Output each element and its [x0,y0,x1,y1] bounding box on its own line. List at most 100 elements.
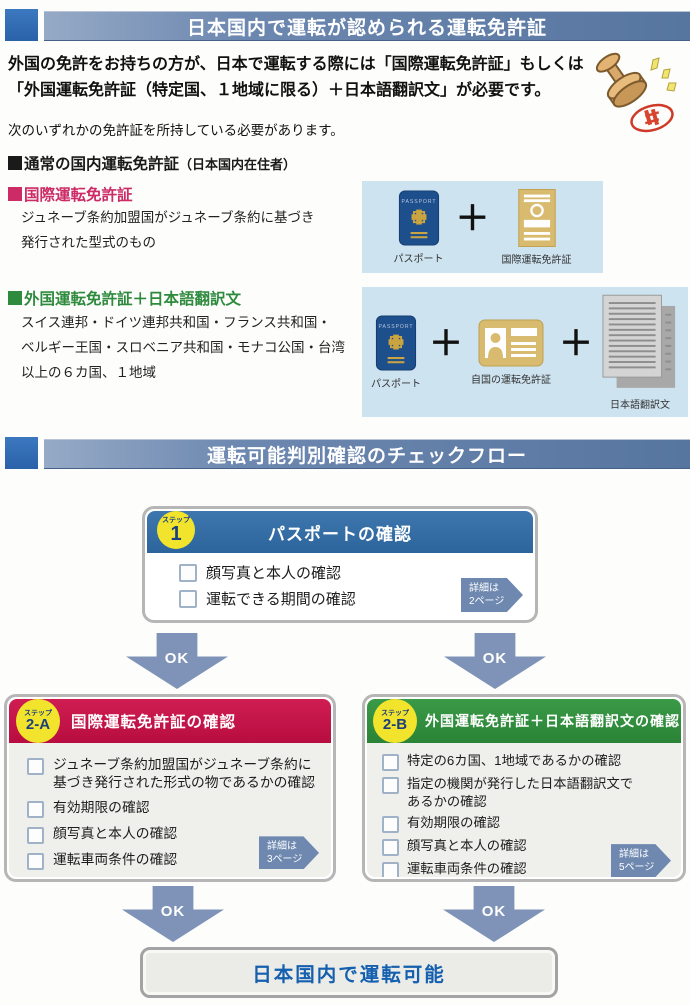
heading-label: 国際運転免許証 [24,187,133,204]
band-accent-square [5,9,38,41]
bullet-square-icon [8,156,22,170]
check-label: 顔写真と本人の確認 [53,826,178,842]
passport-icon: PASSPORT [398,189,439,246]
checkbox [382,839,399,857]
intl-license-item: 国際運転免許証 [501,188,572,266]
ok-arrow-icon: OK [122,886,224,942]
checkbox [382,754,399,771]
step1-title: パスポートの確認 [268,524,412,544]
step1-badge: ステップ 1 [157,511,195,549]
step1-checklist: 顔写真と本人の確認 運転できる期間の確認 詳細は 2ページ [147,553,533,618]
intl-license-doc-icon [517,188,556,247]
sparkle-icon [650,57,677,92]
svg-text:PASSPORT: PASSPORT [401,199,436,205]
intl-license-label: 国際運転免許証 [501,254,572,266]
band-accent-square [5,437,38,469]
check-item: 顔写真と本人の確認 [179,562,519,583]
check-label: 運転できる期間の確認 [206,591,356,608]
stamp-icon [596,52,677,133]
own-license-label: 自国の運転免許証 [471,374,551,386]
step2b-checklist: 特定の6カ国、1地域であるかの確認 指定の機関が発行した日本語翻訳文で あるかの… [367,743,681,877]
stamp-mark-icon [630,103,674,133]
checkbox [179,564,197,582]
ok-label: OK [160,903,186,920]
band-bar: 日本国内で運転が認められる運転免許証 [44,11,690,41]
heading-foreign-license: 外国運転免許証＋日本語翻訳文 [8,287,241,309]
translation-papers-icon [602,294,676,388]
step2b-header: 外国運転免許証＋日本語翻訳文の確認 [367,699,681,743]
check-label: 有効期限の確認 [407,815,501,831]
check-item: 有効期限の確認 [382,814,673,834]
check-label: 特定の6カ国、1地域であるかの確認 [407,753,622,768]
heading-label: 通常の国内運転免許証 [24,156,180,173]
step-badge-number: 1 [170,522,182,545]
checkbox [382,862,399,877]
step1-header: パスポートの確認 [147,511,533,553]
result-label: 日本国内で運転可能 [252,964,446,986]
heading-label: 外国運転免許証＋日本語翻訳文 [24,291,242,308]
flow-step2a-box: ステップ 2-A 国際運転免許証の確認 ジュネーブ条約加盟国がジュネーブ条約に … [4,694,336,882]
check-item: 指定の機関が発行した日本語翻訳文で あるかの確認 [382,775,673,810]
passport-label: パスポート [393,253,444,265]
checkbox [27,853,44,871]
plus-icon: ＋ [559,325,593,363]
step-badge-number: 2-B [382,716,408,733]
ok-arrow-icon: OK [443,886,545,942]
section-band-checkflow: 運転可能判別確認のチェックフロー [5,437,690,469]
step-badge-label: ステップ [381,710,409,717]
step2a-title: 国際運転免許証の確認 [71,714,237,731]
check-item: 運転車両条件の確認 [27,851,321,871]
heading-international-license: 国際運転免許証 [8,183,133,205]
international-license-desc: ジュネーブ条約加盟国がジュネーブ条約に基づき 発行された型式のもの [21,210,315,250]
check-label: 運転車両条件の確認 [407,861,527,877]
passport-icon: PASSPORT [375,314,417,371]
bullet-square-icon [8,291,22,305]
check-item: 有効期限の確認 [27,799,321,819]
check-item: 特定の6カ国、1地域であるかの確認 [382,752,673,771]
checkbox [27,801,44,819]
intro-paragraph: 外国の免許をお持ちの方が、日本で運転する際には「国際運転免許証」もしくは 「外国… [8,56,584,99]
step2a-header: 国際運転免許証の確認 [9,699,331,743]
flow-step2b-box: ステップ 2-B 外国運転免許証＋日本語翻訳文の確認 特定の6カ国、1地域である… [362,694,686,882]
checkbox [382,816,399,834]
section-title: 日本国内で運転が認められる運転免許証 [186,17,547,39]
flow-step1-box: ステップ 1 パスポートの確認 顔写真と本人の確認 運転できる期間の確認 詳細は… [142,506,538,623]
passport-item: PASSPORT パスポート [371,314,421,390]
translation-label: 日本語翻訳文 [610,399,670,411]
passport-label: パスポート [371,378,421,390]
section-band-licenses: 日本国内で運転が認められる運転免許証 [5,9,690,41]
step-badge-label: ステップ [162,516,190,524]
check-label: 指定の機関が発行した日本語翻訳文で あるかの確認 [407,776,634,809]
ok-label: OK [164,650,190,667]
id-card-icon [478,319,544,366]
checkbox [27,827,44,845]
foreign-license-desc: スイス連邦・ドイツ連邦共和国・フランス共和国・ ベルギー王国・スロベニア共和国・… [21,315,345,380]
section-title: 運転可能判別確認のチェックフロー [206,445,527,467]
heading-sublabel: （日本国内在住者） [179,157,297,172]
step2a-checklist: ジュネーブ条約加盟国がジュネーブ条約に 基づき発行された形式の物であるかの確認 … [9,743,331,877]
own-license-item: 自国の運転免許証 [471,319,551,386]
ok-label: OK [482,650,508,667]
check-label: 運転車両条件の確認 [53,852,178,868]
plus-icon: ＋ [455,200,490,238]
check-label: 顔写真と本人の確認 [206,565,342,582]
check-label: 有効期限の確認 [53,800,150,816]
heading-domestic-license: 通常の国内運転免許証 （日本国内在住者） [8,152,296,174]
bullet-square-icon [8,187,22,201]
checkbox [27,758,44,775]
band-bar: 運転可能判別確認のチェックフロー [44,439,690,469]
result-box: 日本国内で運転可能 [140,947,558,998]
check-item: 運転車両条件の確認 [382,860,673,877]
svg-text:PASSPORT: PASSPORT [379,324,414,330]
step-badge-number: 2-A [25,716,51,733]
check-label: ジュネーブ条約加盟国がジュネーブ条約に 基づき発行された形式の物であるかの確認 [53,757,316,791]
checkbox [179,590,197,608]
plus-icon: ＋ [429,325,463,363]
check-item: 顔写真と本人の確認 [382,837,673,857]
step2b-badge: ステップ 2-B [373,699,417,743]
check-label: 顔写真と本人の確認 [407,838,527,854]
step2b-title: 外国運転免許証＋日本語翻訳文の確認 [425,713,680,729]
license-panel-foreign: PASSPORT パスポート ＋ 自国の運転免許証 ＋ [362,287,688,417]
ok-arrow-icon: OK [126,633,228,689]
